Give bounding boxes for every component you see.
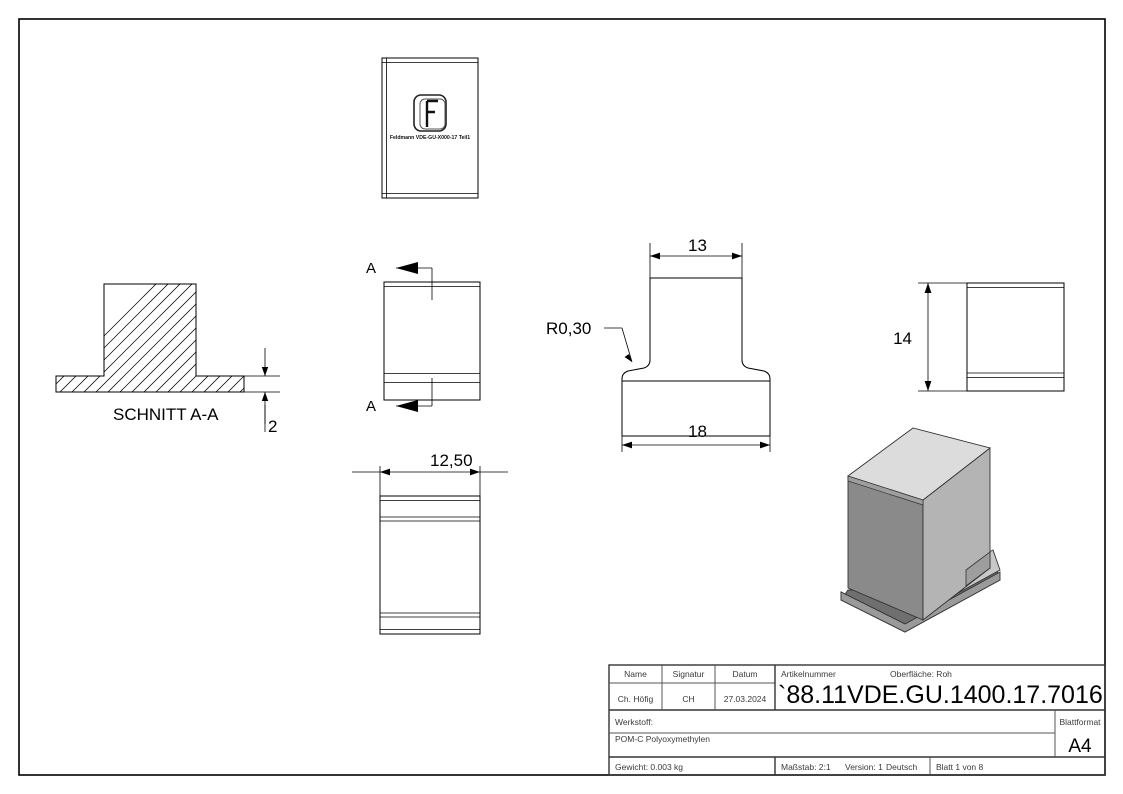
section-arrow-bottom: A	[366, 378, 433, 415]
view-isometric	[840, 427, 1001, 633]
article-number-value: `88.11VDE.GU.1400.17.7016	[778, 681, 1103, 709]
scale-value: Maßstab: 2:1	[781, 762, 831, 772]
title-block-value-name: Ch. Höfig	[618, 694, 654, 704]
sheet-format-label: Blattformat	[1059, 717, 1101, 727]
logo-caption: Feldmann VDE-GU-X000-17 Teil1	[390, 135, 470, 141]
dimension-value-1250: 12,50	[430, 451, 473, 470]
view-top-plan: Feldmann VDE-GU-X000-17 Teil1	[381, 57, 479, 199]
title-block-header-name: Name	[624, 669, 647, 679]
dimension-value-thickness: 2	[268, 417, 277, 436]
view-section-aa: 2 SCHNITT A-A	[55, 283, 280, 436]
section-arrow-label-bottom: A	[366, 398, 376, 415]
section-view-label: SCHNITT A-A	[113, 405, 219, 424]
dimension-top-width: 13	[649, 236, 743, 278]
feldmann-logo-icon	[413, 94, 447, 132]
weight-value: Gewicht: 0.003 kg	[615, 762, 683, 772]
view-front: 13 18 R0,30	[546, 236, 771, 452]
surface-label: Oberfläche: Roh	[890, 669, 952, 679]
section-arrow-top: A	[366, 260, 433, 300]
title-block: Name Signatur Datum Ch. Höfig CH 27.03.2…	[608, 664, 1106, 776]
title-block-header-signature: Signatur	[673, 669, 705, 679]
dimension-height-14: 14	[893, 282, 967, 392]
drawing-frame	[18, 18, 1106, 776]
title-block-value-signature: CH	[682, 694, 694, 704]
radius-note: R0,30	[546, 319, 591, 338]
material-value: POM-C Polyoxymethylen	[615, 734, 710, 744]
section-arrow-label-top: A	[366, 260, 376, 277]
view-with-section-cut: A A	[366, 260, 481, 415]
sheet-format-value: A4	[1068, 736, 1092, 757]
view-right: 14	[893, 282, 1065, 392]
title-block-value-date: 27.03.2024	[724, 694, 767, 704]
article-number-label: Artikelnummer	[781, 669, 836, 679]
title-block-header-date: Datum	[732, 669, 757, 679]
language-value: Deutsch	[886, 762, 917, 772]
material-label: Werkstoff:	[615, 717, 653, 727]
radius-leader: R0,30	[546, 319, 633, 363]
dimension-bottom-width: 18	[621, 422, 771, 452]
sheet-count-value: Blatt 1 von 8	[936, 762, 984, 772]
dimension-flange-thickness: 2	[244, 348, 280, 436]
dimension-value-14: 14	[893, 329, 912, 348]
version-value: Version: 1	[845, 762, 883, 772]
view-bottom-plan: 12,50	[352, 451, 508, 635]
dimension-value-13: 13	[688, 236, 707, 255]
dimension-value-18: 18	[688, 422, 707, 441]
dimension-width-1250: 12,50	[352, 451, 508, 496]
